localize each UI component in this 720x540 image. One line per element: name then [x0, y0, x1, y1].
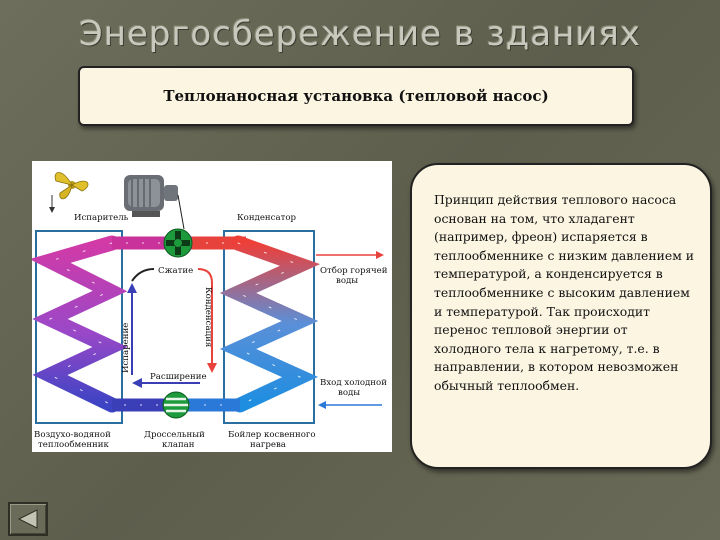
label-evaporation: Испарение — [121, 323, 131, 373]
label-valve-1: Дроссельный — [144, 430, 205, 440]
label-exchanger-1: Воздухо-водяной — [34, 430, 111, 440]
compressor-icon — [163, 228, 193, 258]
info-box: Принцип действия теплового насоса основа… — [410, 163, 712, 469]
evaporator-coil — [29, 235, 128, 413]
cycle-arrows — [127, 268, 217, 388]
label-valve-2: клапан — [162, 440, 195, 450]
label-exchanger-2: теплообменник — [38, 439, 110, 450]
expansion-valve-icon — [162, 391, 190, 419]
label-boiler-2: нагрева — [250, 440, 286, 450]
back-triangle-icon — [17, 509, 38, 529]
label-cold-in-1: Вход холодной — [320, 378, 387, 388]
fan-icon — [49, 172, 89, 213]
motor-icon — [124, 175, 185, 230]
label-condenser: Конденсатор — [237, 213, 297, 223]
back-button[interactable] — [8, 502, 48, 536]
condenser-coil — [219, 235, 321, 413]
label-hot-out-1: Отбор горячей — [320, 265, 388, 276]
cold-water-arrow — [318, 401, 382, 409]
label-evaporator: Испаритель — [74, 213, 129, 223]
label-boiler-1: Бойлер косвенного — [228, 430, 316, 440]
hot-water-arrow — [316, 251, 384, 259]
slide-title: Энергосбережение в зданиях — [79, 14, 641, 54]
label-compression: Сжатие — [158, 266, 193, 276]
evaporator-frame — [35, 230, 123, 424]
label-hot-out-2: воды — [336, 276, 358, 286]
label-condensation: Конденсация — [203, 287, 213, 347]
heat-pump-diagram: Испаритель Конденсатор — [29, 161, 392, 452]
info-text: Принцип действия теплового насоса основа… — [434, 192, 695, 393]
label-cold-in-2: воды — [338, 388, 360, 398]
heat-pump-svg: Испаритель Конденсатор — [29, 172, 388, 450]
subtitle-box: Теплонаносная установка (тепловой насос) — [78, 66, 634, 126]
subtitle-text: Теплонаносная установка (тепловой насос) — [163, 87, 549, 105]
label-expansion: Расширение — [150, 372, 207, 382]
condenser-frame — [223, 230, 315, 424]
